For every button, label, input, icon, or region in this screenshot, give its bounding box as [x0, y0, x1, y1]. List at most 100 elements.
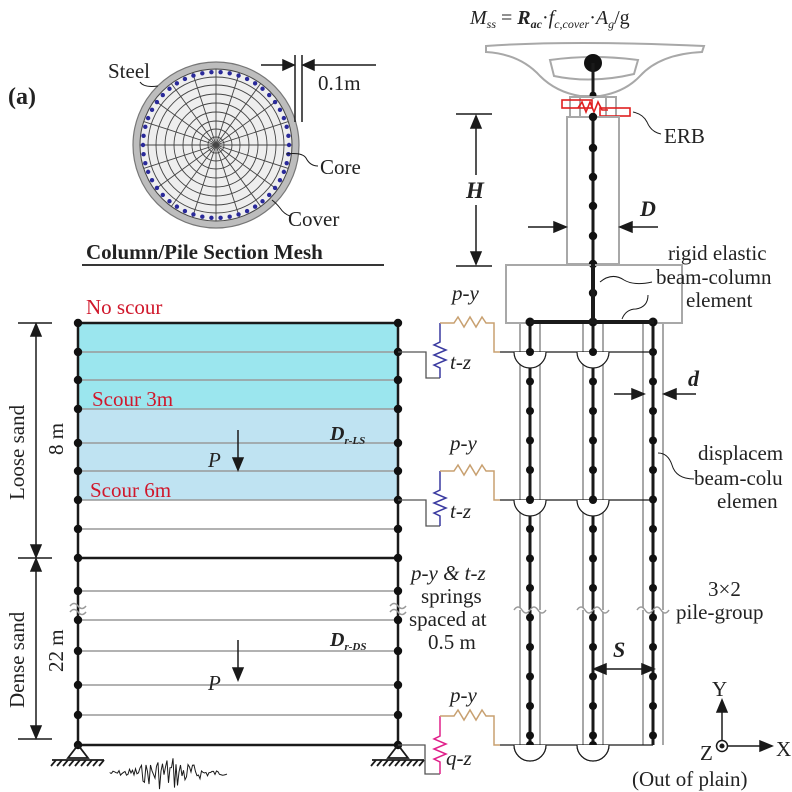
axis-y-label: Y — [712, 677, 727, 701]
axis-x-label: X — [776, 737, 791, 761]
disp-label-1: displacem — [698, 441, 783, 465]
rebar-dot — [141, 133, 146, 139]
pile-node — [589, 525, 597, 533]
connector-loop — [576, 744, 610, 762]
cover-label: Cover — [288, 207, 339, 231]
soil-node — [73, 524, 83, 534]
py-spring — [440, 708, 500, 746]
rebar-dot — [267, 192, 272, 198]
diameter-label: D — [639, 196, 656, 221]
spring-set-2 — [398, 463, 500, 527]
rebar-dot — [286, 133, 291, 139]
soil-node — [73, 404, 83, 414]
scour-6m-label: Scour 6m — [90, 478, 171, 502]
disp-label-3: elemen — [717, 489, 778, 513]
spring-note-1: p-y & t-z — [409, 561, 486, 585]
connector-loop — [576, 499, 610, 517]
section-title: Column/Pile Section Mesh — [86, 240, 323, 264]
soil-node — [73, 710, 83, 720]
connector-loop — [513, 499, 547, 517]
pile-group — [500, 317, 670, 762]
vertical-spring — [432, 323, 448, 378]
pile-node — [526, 377, 534, 386]
soil-node — [73, 375, 83, 385]
soil-node — [73, 646, 83, 656]
rebar-dot — [182, 208, 188, 214]
spring-note-3: spaced at — [409, 607, 487, 631]
dense-sand-label: Dense sand — [5, 611, 29, 708]
scour-3m-label: Scour 3m — [92, 387, 173, 411]
steel-label: Steel — [108, 59, 150, 83]
rebar-dot — [244, 76, 250, 82]
rebar-dot — [209, 69, 214, 75]
pile-node — [649, 702, 657, 710]
cover-thickness-dimension — [261, 55, 376, 122]
spacing-dimension — [592, 662, 656, 676]
spacing-label: S — [613, 637, 625, 662]
rebar-dot — [174, 204, 180, 209]
pile-node — [649, 643, 657, 651]
pin-support-left — [50, 743, 105, 767]
rebar-dot — [272, 99, 278, 105]
rebar-dot — [149, 177, 155, 183]
rebar-dot — [260, 199, 265, 204]
pile-node — [649, 731, 657, 740]
rebar-dot — [160, 92, 165, 98]
rebar-dot — [252, 204, 258, 209]
coordinate-axes — [715, 698, 774, 753]
break-mark — [636, 606, 670, 614]
qz-label: q-z — [446, 746, 472, 770]
soil-node — [393, 466, 403, 476]
rebar-dot — [227, 71, 232, 76]
cover-thickness-label: 0.1m — [318, 71, 361, 95]
rebar-dot — [252, 81, 258, 86]
soil-node — [393, 318, 403, 328]
py-spring — [440, 463, 500, 501]
pile-node — [589, 702, 597, 710]
pile-node — [589, 584, 597, 592]
rebar-dot — [284, 160, 289, 166]
column-node — [588, 231, 598, 241]
rebar-dot — [167, 86, 172, 91]
dense-depth-label: 22 m — [44, 629, 68, 672]
pile-node — [526, 436, 534, 445]
rebar-dot — [281, 115, 287, 121]
ground-motion-icon — [109, 758, 228, 790]
soil-node — [73, 495, 83, 505]
connector-loop — [576, 351, 610, 369]
soil-node — [393, 524, 403, 534]
rebar-dot — [281, 169, 287, 175]
vertical-spring — [432, 471, 448, 526]
pile-node — [589, 466, 597, 474]
pin-support-right — [370, 743, 425, 767]
rebar-dot — [145, 169, 151, 175]
erb-label: ERB — [664, 124, 705, 148]
section-mesh — [132, 61, 300, 229]
pile-node — [649, 377, 657, 386]
pile-node — [526, 613, 534, 622]
break-mark — [513, 606, 547, 614]
core-label: Core — [320, 155, 361, 179]
erb-spring — [561, 99, 631, 117]
rebar-dot — [154, 185, 160, 191]
tz-label-2: t-z — [450, 499, 471, 523]
diameter-dimension — [528, 220, 658, 234]
height-label: H — [465, 178, 485, 203]
break-mark — [69, 602, 87, 616]
steel-rebar-dots — [140, 69, 292, 221]
cover-leader — [271, 199, 291, 217]
py-label-2: p-y — [448, 431, 477, 455]
pile-node — [589, 672, 597, 681]
rebar-dot — [236, 73, 241, 78]
soil-node — [393, 646, 403, 656]
rebar-dot — [182, 76, 188, 82]
rebar-dot — [277, 107, 283, 113]
pile-node — [526, 643, 534, 651]
rigid-label-2: beam-column — [656, 265, 772, 289]
pile-node — [589, 496, 597, 504]
pressure-label-2: P — [207, 671, 221, 695]
soil-node — [393, 710, 403, 720]
rebar-dot — [218, 69, 223, 75]
py-spring — [440, 315, 500, 353]
